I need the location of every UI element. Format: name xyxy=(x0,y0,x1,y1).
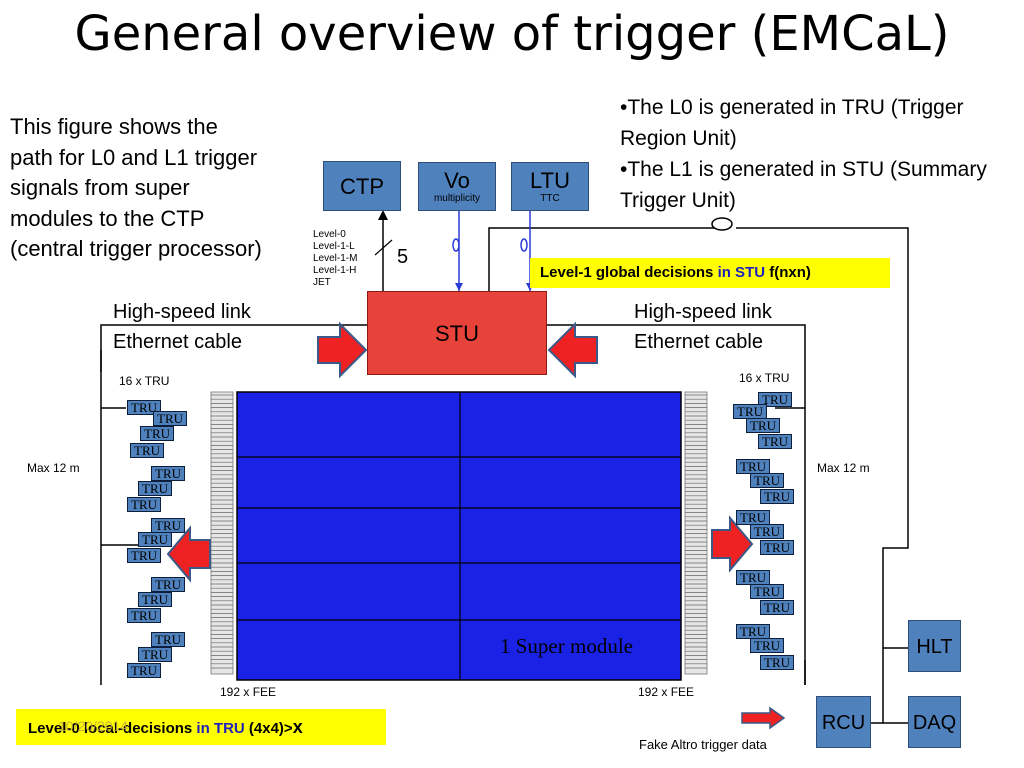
tru-box: TRU xyxy=(151,632,185,647)
page-title: General overview of trigger (EMCaL) xyxy=(74,6,950,62)
bullet-list: •The L0 is generated in TRU (Trigger Reg… xyxy=(620,92,1020,216)
tru-box: TRU xyxy=(736,510,770,525)
tru-box: TRU xyxy=(736,459,770,474)
tru-box: TRU xyxy=(750,584,784,599)
super-module-label: 1 Super module xyxy=(500,634,633,658)
ctp-label: CTP xyxy=(340,174,384,199)
hlt-box: HLT xyxy=(908,620,961,672)
l1-prefix: Level-1 global decisions xyxy=(540,264,718,281)
fee-connector-strip xyxy=(684,391,708,675)
max-length-right: Max 12 m xyxy=(817,461,870,475)
max-length-left: Max 12 m xyxy=(27,461,80,475)
tru-box: TRU xyxy=(760,540,794,555)
tru-box: TRU xyxy=(130,443,164,458)
tru-box: TRU xyxy=(151,466,185,481)
right-link-arrow xyxy=(547,321,598,379)
fake-altro-label: Fake Altro trigger data xyxy=(639,737,767,752)
left-fee-arrow xyxy=(166,525,211,583)
tru-box: TRU xyxy=(733,404,767,419)
tru-box: TRU xyxy=(127,663,161,678)
level-item: JET xyxy=(313,277,331,288)
tru-box: TRU xyxy=(127,548,161,563)
cable-lines xyxy=(100,227,909,724)
rcu-box: RCU xyxy=(816,696,871,748)
right-fee-arrow xyxy=(711,515,754,573)
bus-width: 5 xyxy=(397,246,409,268)
l0-suffix: (4x4)> xyxy=(244,720,293,737)
tru-box: TRU xyxy=(736,624,770,639)
l1-highlight: in STU xyxy=(717,264,766,281)
tru-box: TRU xyxy=(138,647,172,662)
tru-box: TRU xyxy=(127,608,161,623)
l0-banner: Level-0 local-decisions in TRU (4x4)>x xyxy=(16,709,386,745)
tru-box: TRU xyxy=(760,489,794,504)
tru-box: TRU xyxy=(758,392,792,407)
left-link-arrow xyxy=(317,321,368,379)
l0-highlight: in TRU xyxy=(196,720,245,737)
fake-data-arrow xyxy=(741,706,786,730)
ctp-box: CTP xyxy=(323,161,401,211)
vo-sublabel: multiplicity xyxy=(433,193,481,204)
left-link-label: High-speed link Ethernet cable xyxy=(113,297,251,357)
tru-box: TRU xyxy=(138,481,172,496)
l0-prefix: Level-0 local-decisions xyxy=(28,720,197,737)
fee-connector-strip xyxy=(210,391,234,675)
link-line: High-speed link xyxy=(113,301,251,323)
l0-x: x xyxy=(292,717,303,737)
intro-text: This figure shows the path for L0 and L1… xyxy=(10,114,262,261)
tru-box: TRU xyxy=(151,577,185,592)
level-item: Level-1-M xyxy=(313,253,358,264)
level-item: Level-0 xyxy=(313,229,346,240)
super-module xyxy=(236,391,682,681)
tru-count-right: 16 x TRU xyxy=(739,371,790,385)
tru-box: TRU xyxy=(127,497,161,512)
trigger-level-list: Level-0 Level-1-L Level-1-M Level-1-H JE… xyxy=(313,229,357,289)
tru-count-left: 16 x TRU xyxy=(119,374,170,388)
tru-box: TRU xyxy=(127,400,161,415)
vo-label: Vo xyxy=(444,168,470,193)
stu-box: STU xyxy=(367,291,547,375)
tru-box: TRU xyxy=(746,418,780,433)
tru-box: TRU xyxy=(750,524,784,539)
tru-box: TRU xyxy=(750,473,784,488)
tru-box: TRU xyxy=(736,570,770,585)
ltu-sublabel: TTC xyxy=(540,193,560,204)
tru-box: TRU xyxy=(760,655,794,670)
tru-box: TRU xyxy=(760,600,794,615)
level-item: Level-1-H xyxy=(313,265,357,276)
tru-box: TRU xyxy=(758,434,792,449)
daq-box: DAQ xyxy=(908,696,961,748)
tru-box: TRU xyxy=(151,518,185,533)
right-link-label: High-speed link Ethernet cable xyxy=(634,297,772,357)
tru-box: TRU xyxy=(138,532,172,547)
fee-strips xyxy=(210,391,708,675)
tru-box: TRU xyxy=(140,426,174,441)
fee-count-left: 192 x FEE xyxy=(220,685,277,699)
bullet-l1: •The L1 is generated in STU (Summary Tri… xyxy=(620,158,987,212)
tru-box: TRU xyxy=(138,592,172,607)
l1-banner: Level-1 global decisions in STU f(nxn) xyxy=(530,258,890,288)
link-line: Ethernet cable xyxy=(113,331,242,353)
tru-box: TRU xyxy=(153,411,187,426)
l1-suffix: f(nxn) xyxy=(765,264,811,281)
ltu-label: LTU xyxy=(530,168,570,193)
link-line: High-speed link xyxy=(634,301,772,323)
slide-date: 10/20/2014 xyxy=(58,718,129,734)
level-item: Level-1-L xyxy=(313,241,355,252)
fee-count-right: 192 x FEE xyxy=(638,685,695,699)
ctp-arrow xyxy=(378,210,388,220)
vo-box: Vo multiplicity xyxy=(418,162,496,211)
bullet-l0: •The L0 is generated in TRU (Trigger Reg… xyxy=(620,96,964,150)
tru-box: TRU xyxy=(750,638,784,653)
link-line: Ethernet cable xyxy=(634,331,763,353)
ltu-box: LTU TTC xyxy=(511,162,589,211)
connector-ring xyxy=(711,217,733,231)
